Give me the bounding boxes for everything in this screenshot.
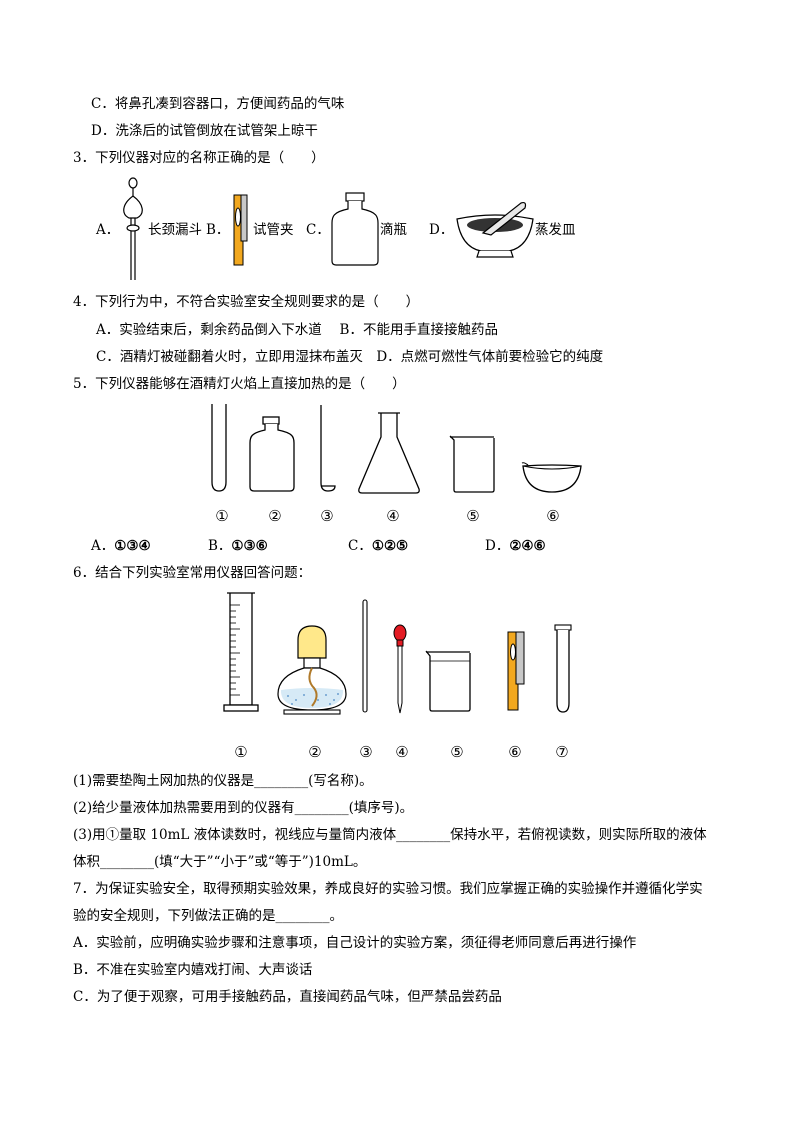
q5-stem: 5．下列仪器能够在酒精灯火焰上直接加热的是（ ） xyxy=(73,376,406,392)
q5-option-d: D．②④⑥ xyxy=(485,538,546,554)
separatory-funnel-icon xyxy=(123,177,143,280)
q6-figure-label: ④ xyxy=(395,743,409,761)
q6-part-1: (1)需要垫陶土网加热的仪器是________(写名称)。 xyxy=(73,773,373,789)
q6-part-3-line1: (3)用①量取 10mL 液体读数时，视线应与量筒内液体________保持水平… xyxy=(73,827,707,843)
q4-options-cd: C．酒精灯被碰翻着火时，立即用湿抹布盖灭 D．点燃可燃性气体前要检验它的纯度 xyxy=(96,349,604,365)
q3-option-a-letter: A． xyxy=(96,222,120,238)
q6-figure-label: ① xyxy=(234,743,248,761)
q6-part-3-line2: 体积________(填“大于”“小于”或“等于”)10mL。 xyxy=(73,854,367,870)
q7-stem-line2: 验的安全规则，下列做法正确的是________。 xyxy=(73,908,343,924)
q3-option-b-letter: B． xyxy=(206,222,230,238)
q6-figure-label: ⑥ xyxy=(508,743,522,761)
q6-figure-label: ⑦ xyxy=(555,743,569,761)
test-tube-icon xyxy=(211,404,227,492)
q7-stem-line1: 7．为保证实验安全，取得预期实验效果，养成良好的实验习惯。我们应掌握正确的实验操… xyxy=(73,881,703,897)
q6-figure-label: ③ xyxy=(359,743,373,761)
q6-stem: 6．结合下列实验室常用仪器回答问题： xyxy=(73,565,312,581)
q5-option-c: C．①②⑤ xyxy=(348,538,409,554)
q4-stem: 4．下列行为中，不符合实验室安全规则要求的是（ ） xyxy=(73,294,420,310)
q7-option-c: C．为了便于观察，可用手接触药品，直接闻药品气味，但严禁品尝药品 xyxy=(73,989,502,1005)
dropper-icon xyxy=(393,624,407,714)
q7-option-a: A．实验前，应明确实验步骤和注意事项，自己设计的实验方案，须征得老师同意后再进行… xyxy=(73,935,637,951)
beaker-icon xyxy=(425,650,471,712)
q5-figure-label: ④ xyxy=(386,507,400,525)
q3-option-d-letter: D． xyxy=(429,222,454,238)
q5-figure-label: ② xyxy=(268,507,282,525)
combustion-spoon-icon xyxy=(320,405,336,492)
alcohol-lamp-icon xyxy=(277,625,347,715)
q4-options-ab: A．实验结束后，剩余药品倒入下水道 B．不能用手直接接触药品 xyxy=(96,322,498,338)
q2-option-c: C．将鼻孔凑到容器口，方便闻药品的气味 xyxy=(91,96,345,112)
q5-option-b: B．①③⑥ xyxy=(208,538,268,554)
q3-stem: 3．下列仪器对应的名称正确的是（ ） xyxy=(73,150,325,166)
q2-option-d: D．洗涤后的试管倒放在试管架上晾干 xyxy=(91,123,318,139)
wide-mouth-bottle-icon xyxy=(249,416,295,492)
glass-rod-icon xyxy=(362,599,368,713)
q3-option-d-name: 蒸发皿 xyxy=(535,222,576,238)
q5-figure-label: ③ xyxy=(320,507,334,525)
test-tube-icon xyxy=(554,624,572,713)
q3-option-c-name: 滴瓶 xyxy=(380,222,407,238)
test-tube-clamp-icon xyxy=(507,631,525,711)
q3-option-b-name: 试管夹 xyxy=(253,222,294,238)
q6-part-2: (2)给少量液体加热需要用到的仪器有________(填序号)。 xyxy=(73,800,414,816)
test-tube-clamp-icon xyxy=(233,194,248,266)
graduated-cylinder-icon xyxy=(223,592,259,712)
wide-mouth-bottle-icon xyxy=(331,192,379,266)
q3-option-a-name: 长颈漏斗 xyxy=(148,222,202,238)
conical-flask-icon xyxy=(358,412,420,494)
q6-figure-label: ② xyxy=(308,743,322,761)
q5-figure-label: ⑤ xyxy=(466,507,480,525)
q5-figure-label: ⑥ xyxy=(546,507,560,525)
q7-option-b: B．不准在实验室内嬉戏打闹、大声谈话 xyxy=(73,962,313,978)
beaker-icon xyxy=(449,435,495,493)
evaporating-dish-icon xyxy=(521,462,582,493)
q6-figure-label: ⑤ xyxy=(450,743,464,761)
mortar-and-pestle-icon xyxy=(456,201,534,258)
q5-option-a: A．①③④ xyxy=(91,538,151,554)
q5-figure-label: ① xyxy=(215,507,229,525)
q3-option-c-letter: C． xyxy=(306,222,330,238)
